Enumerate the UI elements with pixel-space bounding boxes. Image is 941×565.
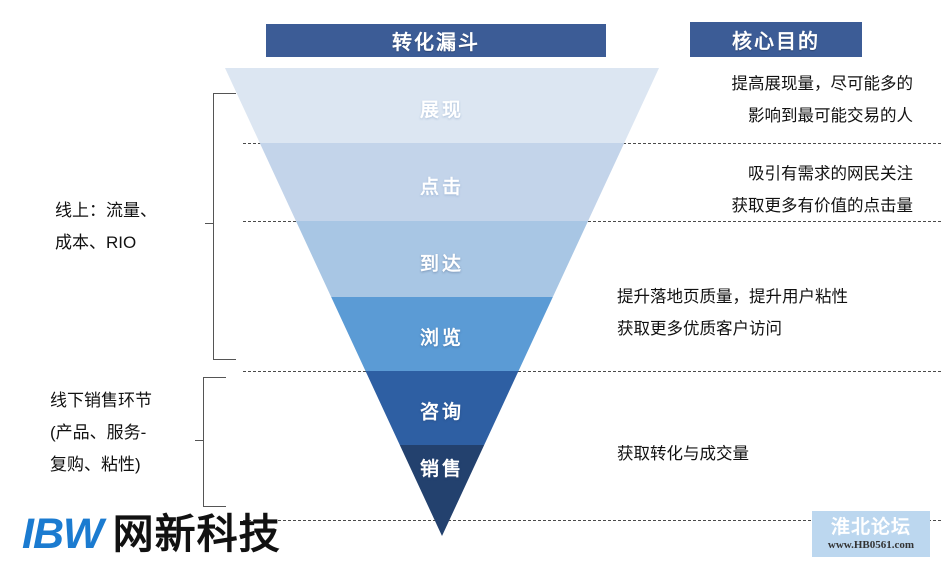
- left-group-online: 线上：流量、 成本、RIO: [55, 195, 157, 259]
- left-group-offline: 线下销售环节 (产品、服务- 复购、粘性): [50, 385, 152, 481]
- goal-block-0-line-1: 影响到最可能交易的人: [748, 107, 913, 125]
- funnel-segment-到达: [225, 221, 659, 297]
- goal-title-text: 核心目的: [732, 31, 820, 53]
- company-logo: IBW 网新科技: [22, 500, 281, 560]
- logo-mark-text: IBW: [22, 510, 104, 558]
- left-group-offline-line-1: (产品、服务-: [50, 423, 147, 442]
- goal-title-banner: 核心目的: [690, 22, 862, 57]
- bracket-tick-online: [205, 223, 214, 224]
- goal-block-3-line-0: 获取转化与成交量: [617, 445, 749, 463]
- goal-block-0-line-0: 提高展现量，尽可能多的: [731, 75, 914, 93]
- goal-block-1: 吸引有需求的网民关注 获取更多有价值的点击量: [732, 158, 914, 222]
- logo-name-text: 网新科技: [112, 511, 281, 557]
- goal-block-0: 提高展现量，尽可能多的 影响到最可能交易的人: [732, 68, 914, 132]
- conversion-funnel-graphic: 展现 点击 到达 浏览 咨询 销售: [225, 68, 659, 536]
- goal-block-2-line-1: 获取更多优质客户访问: [617, 320, 782, 338]
- funnel-segment-咨询: [225, 371, 659, 445]
- bracket-tick-offline: [195, 440, 204, 441]
- goal-block-3: 获取转化与成交量: [617, 438, 749, 470]
- watermark-url: www.HB0561.com: [827, 538, 915, 551]
- funnel-title-text: 转化漏斗: [392, 32, 480, 54]
- separator-line-2: [243, 221, 941, 222]
- left-group-offline-line-2: 复购、粘性): [50, 455, 141, 474]
- separator-line-3: [243, 371, 941, 372]
- watermark: 淮北论坛 www.HB0561.com: [812, 511, 930, 557]
- watermark-title: 淮北论坛: [830, 516, 911, 538]
- goal-block-1-line-0: 吸引有需求的网民关注: [748, 165, 913, 183]
- funnel-segment-浏览: [225, 297, 659, 371]
- funnel-segment-点击: [225, 143, 659, 221]
- left-bracket-offline: [195, 377, 226, 507]
- left-group-online-line-0: 线上：流量、: [55, 201, 157, 220]
- funnel-segment-销售: [225, 445, 659, 536]
- goal-block-1-line-1: 获取更多有价值的点击量: [731, 197, 914, 215]
- funnel-segment-展现: [225, 68, 659, 143]
- goal-block-2-line-0: 提升落地页质量，提升用户粘性: [617, 288, 848, 306]
- left-group-offline-line-0: 线下销售环节: [50, 391, 152, 410]
- goal-block-2: 提升落地页质量，提升用户粘性 获取更多优质客户访问: [617, 281, 848, 345]
- left-group-online-line-1: 成本、RIO: [55, 233, 137, 252]
- funnel-title-banner: 转化漏斗: [266, 24, 606, 57]
- left-bracket-online: [205, 93, 236, 360]
- separator-line-4: [243, 520, 941, 521]
